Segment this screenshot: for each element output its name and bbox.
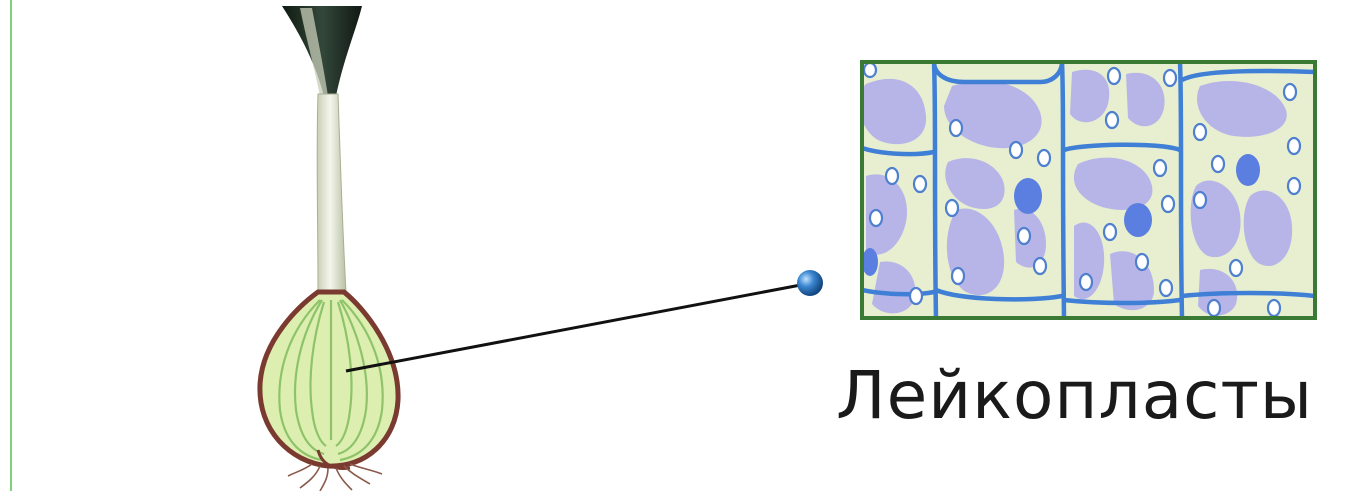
magnified-frame [860, 60, 1317, 320]
left-border-line [10, 0, 12, 491]
onion-bulb-cross-section [257, 289, 401, 470]
pointer-line [345, 282, 807, 373]
magnified-cell-tissue [860, 60, 1317, 320]
nuclei [862, 154, 1260, 276]
onion-plant-illustration [257, 6, 401, 491]
leucoplast-granule-icon [862, 62, 1302, 318]
cell-walls [862, 62, 1315, 318]
circle-marker-icon [797, 270, 823, 296]
onion-leaf [282, 6, 362, 96]
onion-roots [287, 463, 383, 491]
onion-stem [316, 93, 347, 293]
vacuoles [862, 69, 1293, 316]
leucoplasts-label: Лейкопласты [836, 357, 1313, 434]
